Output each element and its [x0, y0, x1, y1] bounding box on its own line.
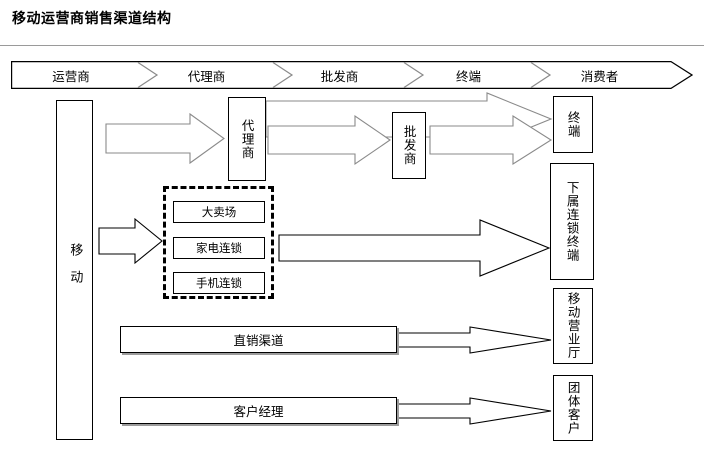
arrow-retail-to-chain-terminal [278, 219, 551, 277]
band-segment-operator[interactable]: 运营商 [11, 61, 147, 89]
band-segment-label: 终端 [455, 68, 481, 84]
band-segment-label: 代理商 [187, 68, 226, 84]
arrow-account-to-group-customer [396, 397, 552, 425]
node-terminal[interactable]: 终端 [553, 96, 593, 153]
node-agent[interactable]: 代理商 [228, 97, 266, 181]
retail-cluster-group [163, 186, 274, 299]
retail-item-hypermarket[interactable]: 大卖场 [173, 201, 265, 223]
node-label: 批发商 [401, 125, 417, 166]
node-label: 团体客户 [565, 381, 581, 435]
band-segment-wholesaler[interactable]: 批发商 [282, 61, 413, 89]
retail-item-label: 手机连锁 [196, 276, 242, 290]
band-segment-consumer[interactable]: 消费者 [540, 61, 675, 89]
channel-stage-band: 运营商 代理商 批发商 终端 消费者 [11, 61, 694, 89]
band-outline [11, 61, 694, 89]
node-chain-terminal[interactable]: 下属连锁终端 [550, 163, 594, 280]
channel-bar-account-manager[interactable]: 客户经理 [120, 397, 397, 424]
node-mobile-carrier[interactable]: 移动 [56, 100, 93, 440]
band-segment-terminal[interactable]: 终端 [413, 61, 540, 89]
band-segment-label: 批发商 [320, 68, 359, 84]
arrow-mobile-to-agent [105, 112, 225, 165]
node-label: 终端 [565, 111, 581, 138]
arrow-mobile-to-retail [98, 217, 163, 265]
arrow-direct-to-business-hall [396, 326, 552, 354]
node-label: 代理商 [239, 118, 255, 160]
retail-item-appliance-chain[interactable]: 家电连锁 [173, 237, 265, 259]
retail-item-label: 大卖场 [201, 205, 237, 219]
page-title: 移动运营商销售渠道结构 [12, 11, 172, 27]
node-wholesaler[interactable]: 批发商 [392, 112, 426, 179]
channel-bar-direct-sales[interactable]: 直销渠道 [120, 326, 397, 353]
title-divider [0, 45, 704, 46]
node-label: 下属连锁终端 [564, 181, 580, 262]
channel-bar-label: 客户经理 [233, 404, 284, 419]
arrow-agent-to-wholesaler [267, 114, 391, 166]
node-label: 移动 [67, 243, 83, 297]
arrow-wholesaler-to-terminal [429, 115, 553, 165]
node-label: 移动营业厅 [565, 292, 581, 360]
channel-bar-label: 直销渠道 [233, 333, 284, 348]
retail-item-phone-chain[interactable]: 手机连锁 [173, 272, 265, 294]
band-segment-label: 运营商 [52, 68, 90, 84]
band-segment-agent[interactable]: 代理商 [147, 61, 282, 89]
node-group-customer[interactable]: 团体客户 [553, 375, 593, 441]
retail-item-label: 家电连锁 [196, 241, 242, 255]
band-segment-label: 消费者 [580, 68, 619, 84]
node-business-hall[interactable]: 移动营业厅 [553, 288, 593, 364]
